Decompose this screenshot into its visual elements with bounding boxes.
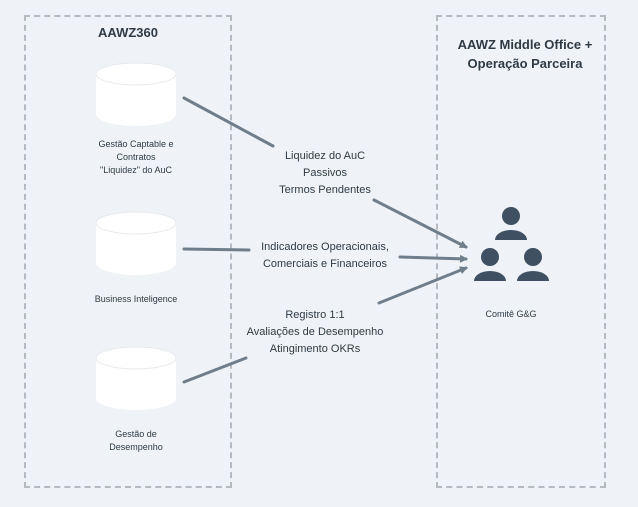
flow-line: Registro 1:1: [285, 309, 345, 321]
arrow-3-tail: [182, 356, 248, 384]
middle-office-group: [436, 15, 606, 488]
arrow-3-head: [377, 266, 468, 305]
system-label-desempenho: Gestão de Desempenho: [66, 428, 206, 454]
label-line: Contratos: [116, 152, 156, 162]
target-label: Comitê G&G: [485, 309, 537, 319]
flow-line: Comerciais e Financeiros: [262, 258, 388, 270]
database-icon: [95, 211, 177, 275]
flow-line: Liquidez do AuC: [284, 150, 366, 162]
label-line: Gestão de: [115, 429, 157, 439]
label-line: Desempenho: [109, 442, 163, 452]
flow-line: Passivos: [302, 167, 348, 179]
aawz360-group: [24, 15, 232, 488]
flow-line: Termos Pendentes: [279, 184, 371, 196]
arrow-1-head: [372, 198, 468, 249]
system-label-captable: Gestão Captable e Contratos "Liquidez" d…: [66, 138, 206, 177]
flow-label-registro: Registro 1:1 Avaliações de Desempenho At…: [225, 307, 405, 358]
flow-label-liquidez: Liquidez do AuC Passivos Termos Pendente…: [240, 148, 410, 199]
label-line: Business Inteligence: [94, 294, 178, 304]
flow-label-indicadores: Indicadores Operacionais, Comerciais e F…: [240, 239, 410, 273]
flow-line: Avaliações de Desempenho: [246, 326, 384, 338]
aawz360-title: AAWZ360: [98, 25, 158, 40]
arrow-1-tail: [182, 96, 275, 148]
group-users-icon: [474, 207, 549, 281]
arrow-2-tail: [182, 247, 251, 252]
system-label-bi: Business Inteligence: [66, 293, 206, 306]
database-icon: [95, 62, 177, 126]
middle-office-title-line2: Operação Parceira: [467, 56, 583, 71]
middle-office-title-line1: AAWZ Middle Office +: [457, 37, 593, 52]
flow-line: Indicadores Operacionais,: [261, 241, 389, 253]
arrow-2-head: [398, 254, 468, 263]
label-line: Gestão Captable e: [98, 139, 174, 149]
flow-line: Atingimento OKRs: [269, 343, 361, 355]
database-icon: [95, 346, 177, 410]
label-line: "Liquidez" do AuC: [100, 165, 172, 175]
